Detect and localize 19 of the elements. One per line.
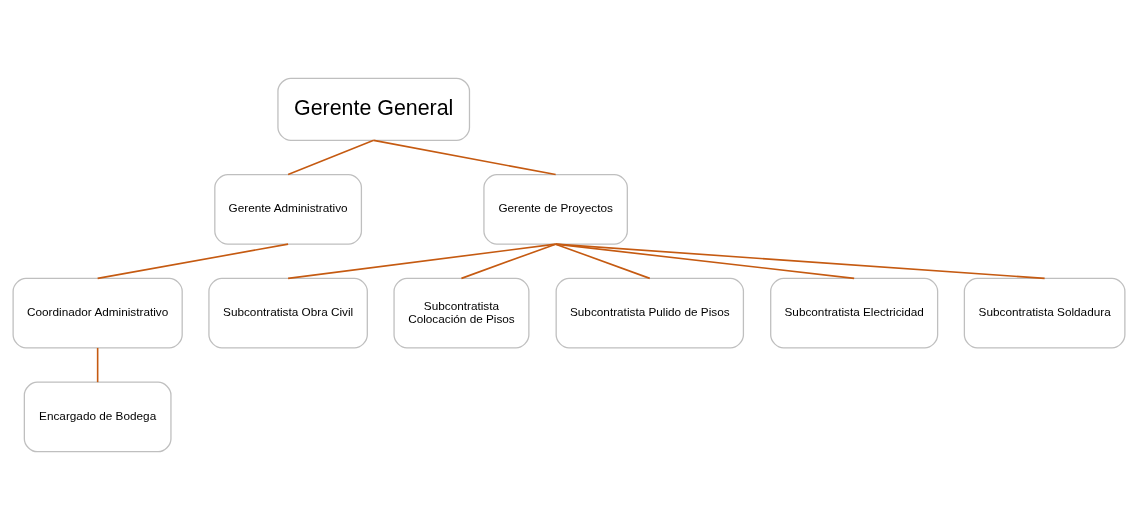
connector bbox=[287, 242, 557, 279]
node-box: Coordinador Administrativo bbox=[12, 277, 183, 349]
connector bbox=[287, 139, 375, 175]
node-box: Subcontratista Electricidad bbox=[770, 277, 939, 349]
node-box: Gerente Administrativo bbox=[214, 173, 363, 245]
connector bbox=[96, 242, 289, 279]
node-box: Subcontratista Colocación de Pisos bbox=[393, 277, 530, 349]
node-box: Subcontratista Soldadura bbox=[963, 277, 1126, 349]
node-box: Subcontratista Obra Civil bbox=[208, 277, 368, 349]
connector bbox=[554, 242, 1046, 279]
node-box: Subcontratista Pulido de Pisos bbox=[555, 277, 745, 349]
node-box: Encargado de Bodega bbox=[23, 381, 172, 452]
connector bbox=[460, 242, 557, 279]
node-box: Gerente General bbox=[277, 77, 471, 141]
connector bbox=[554, 242, 855, 279]
connector bbox=[554, 242, 651, 279]
connector bbox=[96, 346, 99, 383]
node-box: Gerente de Proyectos bbox=[483, 173, 628, 245]
connector bbox=[372, 139, 557, 175]
